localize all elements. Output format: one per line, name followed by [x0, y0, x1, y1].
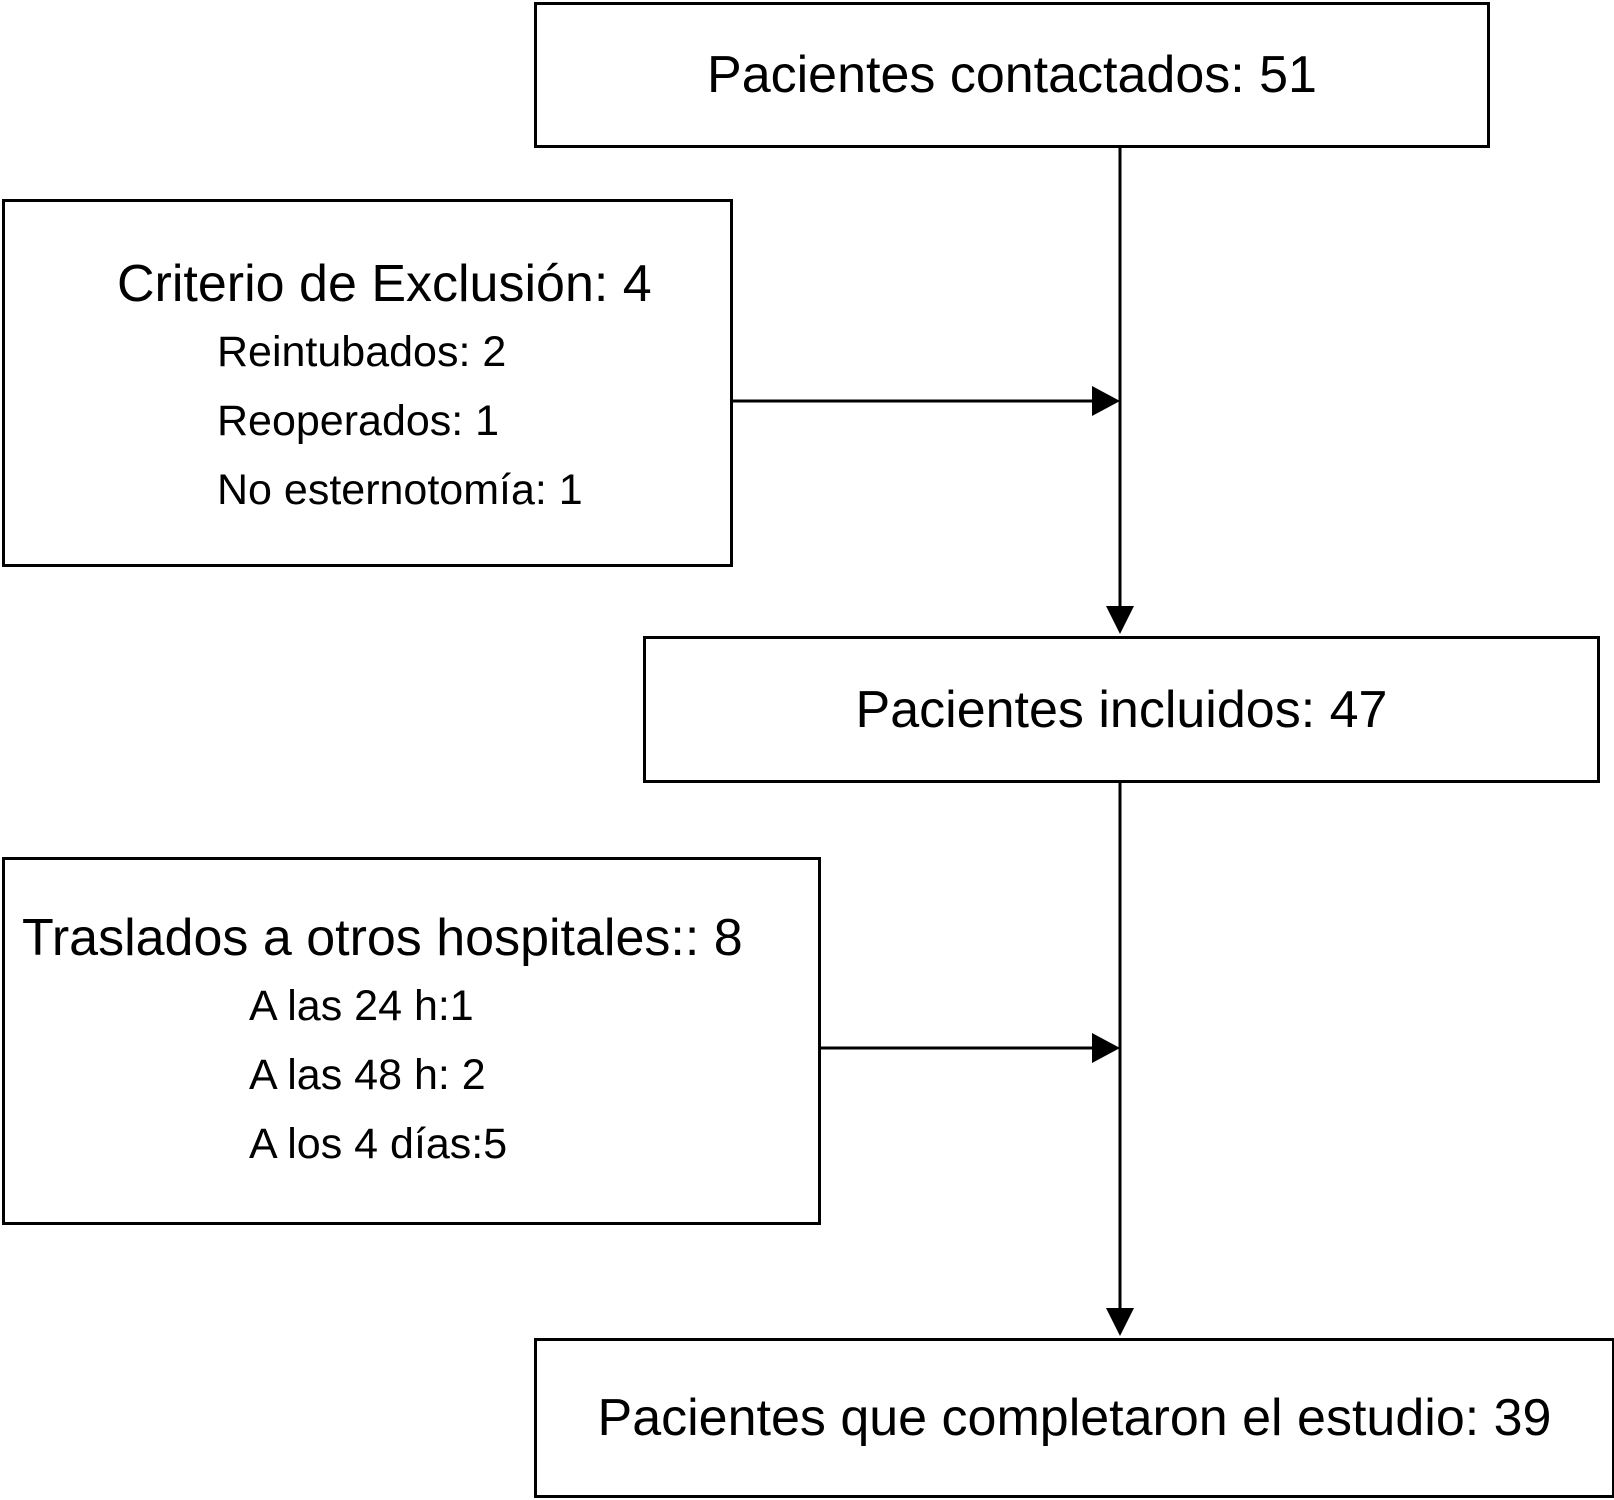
included-patients-label: Pacientes incluidos: 47 [855, 680, 1388, 739]
contacted-patients-label: Pacientes contactados: 51 [707, 46, 1317, 104]
included-patients-box: Pacientes incluidos: 47 [643, 636, 1600, 783]
hospital-transfers-list: A las 24 h:1 A las 48 h: 2 A los 4 días:… [249, 972, 507, 1179]
arrowhead-transfers-to-flow [1092, 1033, 1120, 1063]
transfer-item-4-days: A los 4 días:5 [249, 1120, 508, 1168]
hospital-transfers-title: Traslados a otros hospitales:: 8 [22, 909, 743, 967]
arrowhead-to-completed [1106, 1308, 1134, 1336]
completed-study-label: Pacientes que completaron el estudio: 39 [597, 1389, 1552, 1447]
exclusion-item-reintubated: Reintubados: 2 [217, 328, 507, 376]
exclusion-item-no-sternotomy: No esternotomía: 1 [217, 466, 583, 514]
hospital-transfers-box: Traslados a otros hospitales:: 8 A las 2… [2, 857, 821, 1225]
exclusion-item-reoperated: Reoperados: 1 [217, 397, 500, 445]
arrowhead-to-included [1106, 606, 1134, 634]
contacted-patients-box: Pacientes contactados: 51 [534, 2, 1490, 148]
transfer-item-48h: A las 48 h: 2 [249, 1051, 486, 1099]
exclusion-criteria-title: Criterio de Exclusión: 4 [117, 255, 652, 313]
exclusion-criteria-list: Reintubados: 2 Reoperados: 1 No esternot… [217, 318, 583, 525]
exclusion-criteria-box: Criterio de Exclusión: 4 Reintubados: 2 … [2, 199, 733, 567]
completed-study-box: Pacientes que completaron el estudio: 39 [534, 1338, 1614, 1498]
transfer-item-24h: A las 24 h:1 [249, 982, 474, 1030]
arrowhead-exclusion-to-flow [1092, 386, 1120, 416]
